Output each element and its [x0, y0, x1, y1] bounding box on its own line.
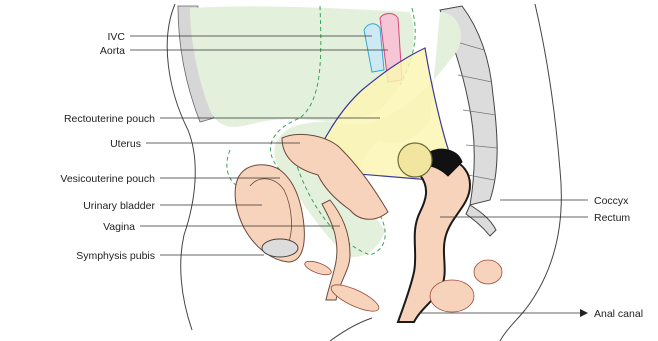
label-symphysis-pubis: Symphysis pubis	[76, 250, 155, 262]
label-rectouterine-pouch: Rectouterine pouch	[64, 113, 155, 125]
label-aorta: Aorta	[100, 45, 125, 57]
label-anal-canal: Anal canal	[594, 308, 643, 320]
label-coccyx: Coccyx	[594, 195, 629, 207]
label-vagina: Vagina	[103, 221, 135, 233]
perineal-muscle	[303, 259, 333, 278]
label-rectum: Rectum	[594, 212, 630, 224]
label-urinary-bladder: Urinary bladder	[83, 200, 155, 212]
symphysis-pubis	[262, 239, 298, 257]
label-ivc: IVC	[107, 31, 125, 43]
levator-muscle-right	[430, 280, 474, 312]
back-contour	[500, 4, 561, 341]
label-vesicouterine-pouch: Vesicouterine pouch	[60, 173, 155, 185]
label-uterus: Uterus	[110, 138, 141, 150]
perineum-contour	[330, 318, 372, 341]
coccyx-bone	[466, 205, 496, 236]
anal-canal-arrowhead	[580, 309, 588, 317]
sigmoid-loop	[398, 143, 432, 177]
anal-sphincter	[474, 260, 502, 284]
